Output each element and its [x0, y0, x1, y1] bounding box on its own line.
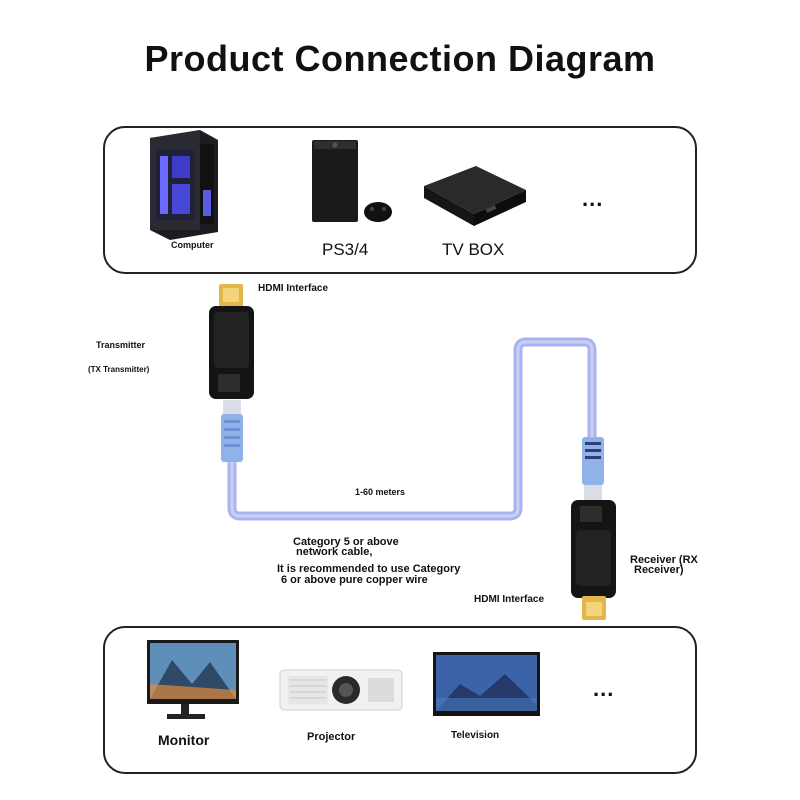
transmitter-device [209, 284, 254, 462]
television-label: Television [451, 730, 500, 741]
receiver-label-line1: Receiver (RX [630, 554, 698, 566]
receiver-device [571, 437, 616, 620]
more-displays-dots: ... [593, 676, 615, 701]
television-icon [433, 652, 540, 716]
projector-label: Projector [307, 731, 356, 743]
computer-label: Computer [171, 240, 214, 250]
more-sources-dots: ... [582, 186, 604, 211]
cable-note-line2: network cable, [296, 546, 373, 558]
transmitter-sub-label: (TX Transmitter) [88, 365, 150, 374]
projector-icon [279, 669, 403, 711]
hdmi-interface-top-label: HDMI Interface [258, 283, 329, 294]
monitor-icon [147, 640, 239, 719]
console-icon [312, 140, 392, 222]
tv-box-label: TV BOX [442, 240, 505, 259]
network-cable [227, 337, 597, 521]
distance-label: 1-60 meters [355, 487, 406, 497]
monitor-label: Monitor [158, 732, 210, 748]
console-label: PS3/4 [322, 240, 369, 259]
diagram-title: Product Connection Diagram [144, 38, 656, 79]
computer-icon [150, 130, 218, 240]
receiver-label-line2: Receiver) [634, 564, 684, 576]
tv-box-icon [424, 166, 526, 226]
cable-note-line1: Category 5 or above [293, 536, 399, 548]
recommendation-line1: It is recommended to use Category [277, 563, 461, 575]
transmitter-label: Transmitter [96, 340, 146, 350]
hdmi-interface-bottom-label: HDMI Interface [474, 594, 545, 605]
recommendation-line2: 6 or above pure copper wire [281, 574, 428, 586]
